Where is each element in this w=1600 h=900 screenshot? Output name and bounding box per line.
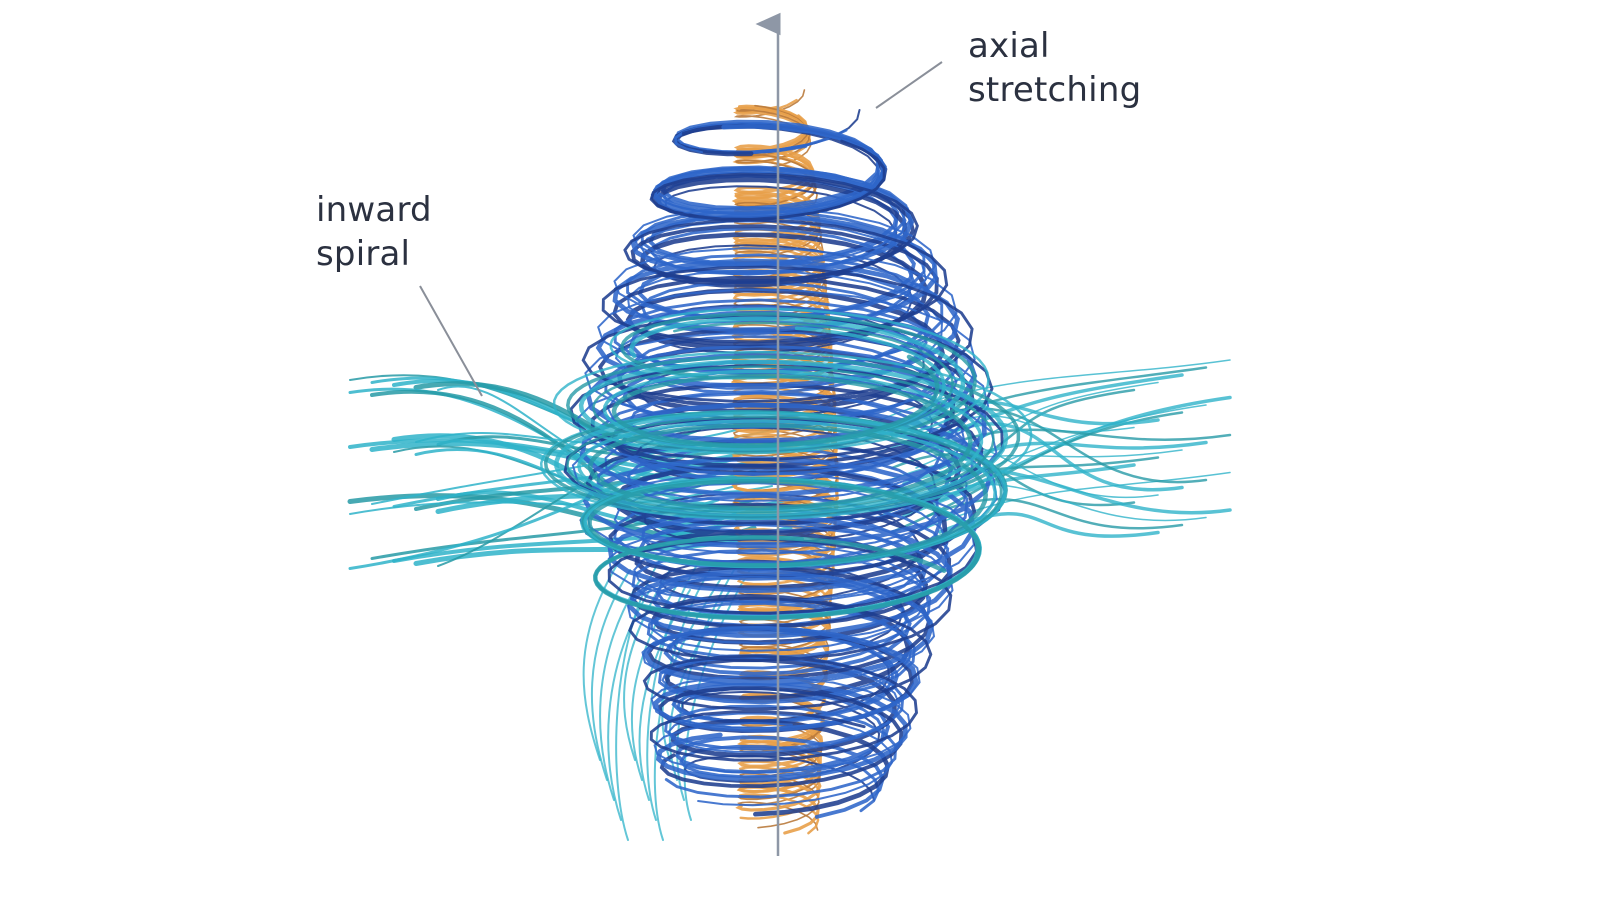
axial-stretching-leader-line <box>875 61 943 109</box>
mid-blue-helix-streamlines <box>539 109 1033 819</box>
inward-spiral-label-line-2: spiral <box>316 234 411 274</box>
axial-stretching-label-line-1: axial <box>968 26 1050 66</box>
cyan-streamline-right <box>915 471 1231 533</box>
inward-spiral-leader-line <box>419 285 483 397</box>
axial-stretching-label: axial stretching <box>968 24 1141 112</box>
inward-spiral-label-line-1: inward <box>316 190 432 230</box>
cyan-streamline-left <box>349 485 737 515</box>
cyan-streamline-lower <box>590 569 631 781</box>
cyan-streamline-left <box>436 435 756 459</box>
cyan-ring-strand <box>587 354 988 621</box>
cyan-streamline-lower <box>599 579 641 801</box>
inward-spiral-label: inward spiral <box>316 188 432 276</box>
cyan-streamline-right <box>902 463 1136 518</box>
axial-stretching-label-line-2: stretching <box>968 70 1142 110</box>
